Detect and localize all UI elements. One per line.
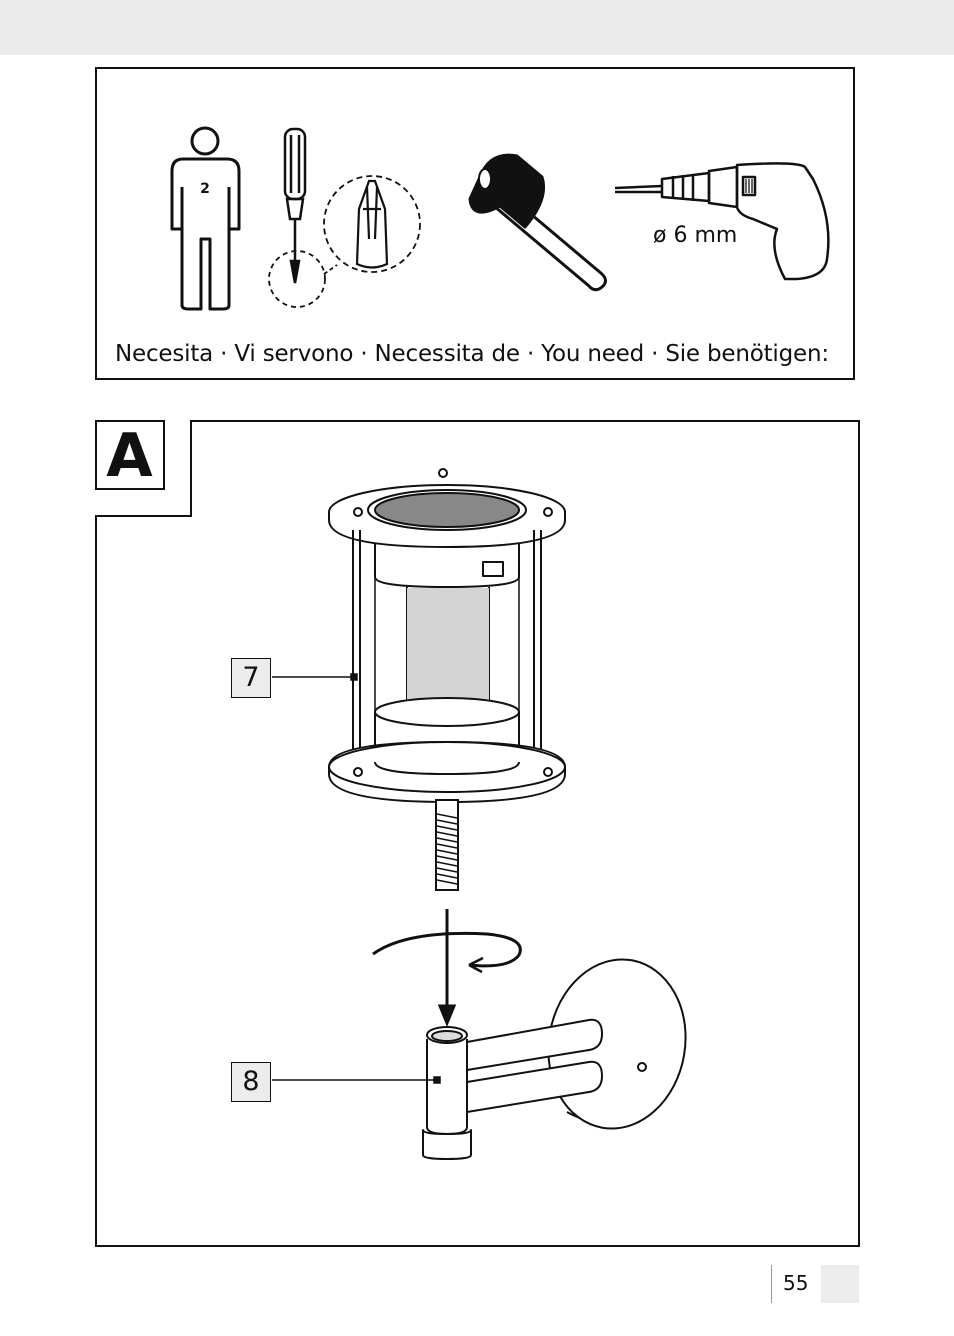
callout-7: 7 xyxy=(231,658,271,698)
threaded-rod xyxy=(435,799,459,891)
page-tab xyxy=(821,1265,859,1303)
figure-letter-frame: A xyxy=(94,419,192,517)
rotation-arrow xyxy=(372,909,522,1027)
wall-bracket xyxy=(422,958,687,1160)
figure-letter: A xyxy=(94,419,165,490)
assembly-illustration xyxy=(272,468,687,1160)
figure-panel: A xyxy=(94,419,860,1247)
header-bar xyxy=(0,0,954,55)
persons-count: 2 xyxy=(200,181,210,197)
page-number: 55 xyxy=(783,1271,809,1295)
hammer-icon xyxy=(468,153,607,292)
phillips-bit-icon xyxy=(323,175,421,273)
lamp-body xyxy=(328,468,566,803)
page-number-box: 55 xyxy=(771,1265,822,1303)
tools-panel: 2 xyxy=(95,67,855,380)
two-persons-icon xyxy=(170,126,241,311)
screwdriver-icon xyxy=(268,127,338,308)
drill-size-label: ø 6 mm xyxy=(653,223,738,248)
drill-icon xyxy=(614,162,830,281)
callout-leaders xyxy=(272,673,441,1084)
tools-illustration: 2 xyxy=(170,126,830,311)
tools-caption: Necesita · Vi servono · Necessita de · Y… xyxy=(115,341,829,367)
callout-8: 8 xyxy=(231,1062,271,1102)
